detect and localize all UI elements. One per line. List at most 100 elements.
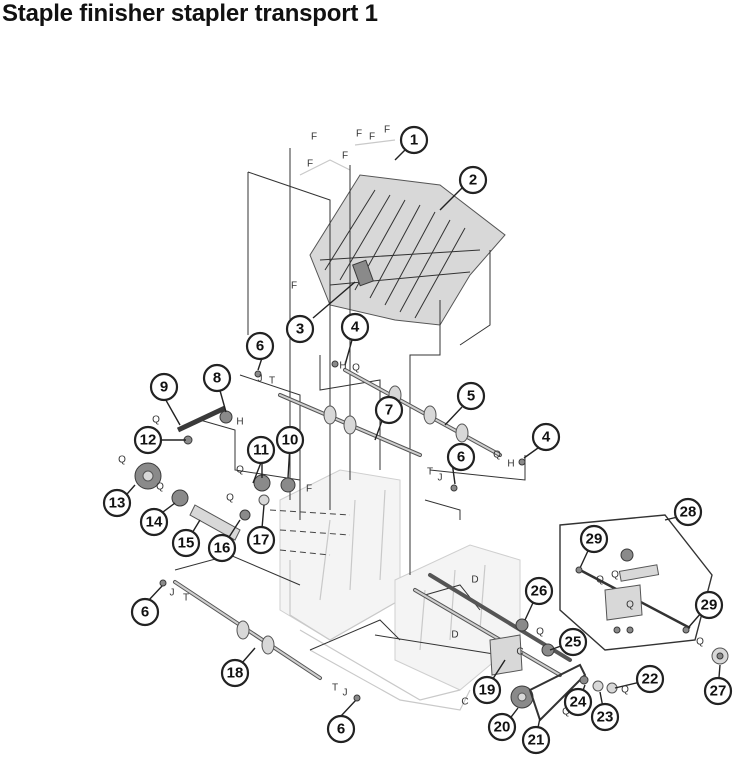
- callout-5: 5: [456, 381, 486, 411]
- letter-label: J: [170, 588, 175, 599]
- callout-label: 15: [178, 535, 195, 552]
- callout-label: 10: [282, 432, 299, 449]
- callout-label: 22: [642, 671, 659, 688]
- callout-label: 7: [385, 402, 393, 419]
- right-gear-parts: [489, 618, 729, 722]
- callout-22: 22: [635, 664, 665, 694]
- left-gear-parts: [134, 405, 296, 541]
- upper-guide-assembly: [299, 139, 506, 326]
- letter-label: T: [183, 593, 189, 604]
- callouts: 1 2 3 4 4 5 6 6 6 6 7 8 9 10 11 12 13 14…: [102, 125, 733, 755]
- callout-28: 28: [673, 497, 703, 527]
- letter-label: Q: [118, 455, 126, 466]
- callout-29: 29: [579, 524, 609, 554]
- letter-label: C: [516, 647, 523, 658]
- letter-label: D: [451, 630, 458, 641]
- letter-label: J: [438, 473, 443, 484]
- callout-11: 11: [246, 435, 276, 465]
- callout-16: 16: [207, 533, 237, 563]
- letter-label: T: [269, 376, 275, 387]
- callout-1: 1: [399, 125, 429, 155]
- callout-label: 6: [337, 721, 345, 738]
- callout-21: 21: [521, 725, 551, 755]
- callout-label: 29: [701, 597, 718, 614]
- letter-label: Q: [696, 637, 704, 648]
- callout-12: 12: [133, 425, 163, 455]
- letter-label: Q: [536, 627, 544, 638]
- callout-label: 1: [410, 132, 418, 149]
- letter-label: Q: [156, 482, 164, 493]
- letter-label: Q: [626, 600, 634, 611]
- letter-label: F: [356, 129, 362, 140]
- letter-label: H: [507, 459, 514, 470]
- callout-15: 15: [171, 528, 201, 558]
- callout-label: 27: [710, 683, 727, 700]
- callout-label: 4: [542, 429, 551, 446]
- letter-label: Q: [596, 575, 604, 586]
- callout-label: 11: [253, 442, 269, 459]
- letter-label: C: [461, 697, 468, 708]
- letter-label: Q: [493, 450, 501, 461]
- callout-24: 24: [563, 687, 593, 717]
- callout-label: 28: [680, 504, 697, 521]
- letter-label: Q: [562, 707, 570, 718]
- callout-label: 9: [160, 379, 168, 396]
- letter-label: J: [258, 374, 263, 385]
- callout-label: 23: [597, 709, 614, 726]
- letter-label: F: [306, 484, 312, 495]
- callout-label: 6: [256, 338, 264, 355]
- callout-7: 7: [374, 395, 404, 425]
- callout-label: 14: [146, 514, 163, 531]
- letter-label: F: [369, 132, 375, 143]
- letter-label: H: [339, 361, 346, 372]
- letter-label: Q: [226, 493, 234, 504]
- callout-3: 3: [285, 314, 315, 344]
- callout-label: 29: [586, 531, 603, 548]
- callout-13: 13: [102, 488, 132, 518]
- callout-6: 6: [245, 331, 275, 361]
- callout-label: 6: [457, 449, 465, 466]
- callout-29: 29: [694, 590, 724, 620]
- callout-6: 6: [326, 714, 356, 744]
- callout-2: 2: [458, 165, 488, 195]
- callout-14: 14: [139, 507, 169, 537]
- callout-23: 23: [590, 702, 620, 732]
- letter-label: Q: [152, 415, 160, 426]
- callout-label: 6: [141, 604, 149, 621]
- letter-label: H: [236, 417, 243, 428]
- callout-6: 6: [130, 597, 160, 627]
- callout-label: 17: [253, 532, 270, 549]
- letter-label: F: [291, 281, 297, 292]
- letter-label: D: [471, 575, 478, 586]
- callout-label: 2: [469, 172, 477, 189]
- letter-label: T: [332, 683, 338, 694]
- callout-25: 25: [558, 627, 588, 657]
- callout-label: 12: [140, 432, 157, 449]
- letter-label: T: [427, 467, 433, 478]
- letter-label: Q: [611, 570, 619, 581]
- callout-9: 9: [149, 372, 179, 402]
- letter-label: Q: [621, 685, 629, 696]
- shafts: [173, 368, 572, 680]
- callout-label: 8: [213, 370, 221, 387]
- callout-label: 25: [565, 634, 582, 651]
- callout-4: 4: [340, 312, 370, 342]
- callout-18: 18: [220, 658, 250, 688]
- letter-label: Q: [236, 465, 244, 476]
- page-title: Staple finisher stapler transport 1: [2, 0, 378, 27]
- callout-19: 19: [472, 675, 502, 705]
- callout-label: 13: [109, 495, 126, 512]
- callout-label: 4: [351, 319, 360, 336]
- letter-label: F: [342, 151, 348, 162]
- callout-6: 6: [446, 442, 476, 472]
- letter-label: F: [311, 132, 317, 143]
- callout-label: 19: [479, 682, 496, 699]
- callout-label: 3: [296, 321, 304, 338]
- callout-label: 20: [494, 719, 511, 736]
- inset-box: [559, 514, 713, 651]
- callout-label: 21: [528, 732, 545, 749]
- callout-8: 8: [202, 363, 232, 393]
- letter-label: F: [307, 159, 313, 170]
- callout-27: 27: [703, 676, 733, 706]
